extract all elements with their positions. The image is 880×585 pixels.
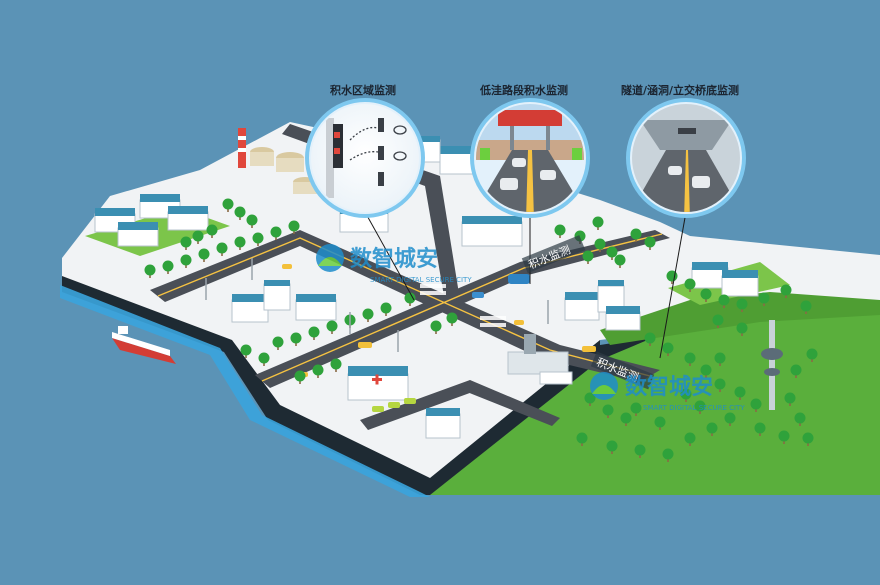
callout-label-low-road: 低洼路段积水监测 [480, 84, 568, 97]
watermark-logo-center: 数智城安 SMART DIGITAL SECURE CITY [316, 244, 472, 284]
callout-label-water-area: 积水区域监测 [330, 84, 396, 97]
cargo-ship [112, 326, 176, 364]
building-east [564, 280, 641, 331]
coast-light [60, 285, 430, 497]
building-group-west [94, 194, 209, 247]
watermark-logo-right: 数智城安 SMART DIGITAL SECURE CITY [590, 372, 745, 412]
watermark-title: 数智城安 [350, 246, 438, 272]
buildings [94, 128, 783, 439]
tv-tower [761, 320, 783, 410]
station [507, 334, 573, 385]
building-center-north [339, 136, 523, 247]
crosswalks [420, 284, 506, 327]
building-center-west [231, 280, 337, 323]
hospital [347, 366, 461, 439]
street-poles [205, 258, 549, 352]
building-far-east [691, 262, 759, 297]
callout-lens-tunnel [626, 98, 746, 218]
watermark-subtitle: SMART DIGITAL SECURE CITY [370, 276, 472, 284]
watermark-subtitle: SMART DIGITAL SECURE CITY [643, 404, 745, 412]
island-land [62, 122, 880, 478]
callout-label-tunnel: 隧道/涵洞/立交桥底监测 [621, 84, 740, 97]
callout-lens-low-road [470, 98, 590, 218]
cars [282, 264, 596, 412]
trees [144, 198, 818, 462]
callout-lens-water-area [305, 98, 425, 218]
factory [238, 128, 317, 194]
watermark-title: 数智城安 [625, 374, 713, 400]
